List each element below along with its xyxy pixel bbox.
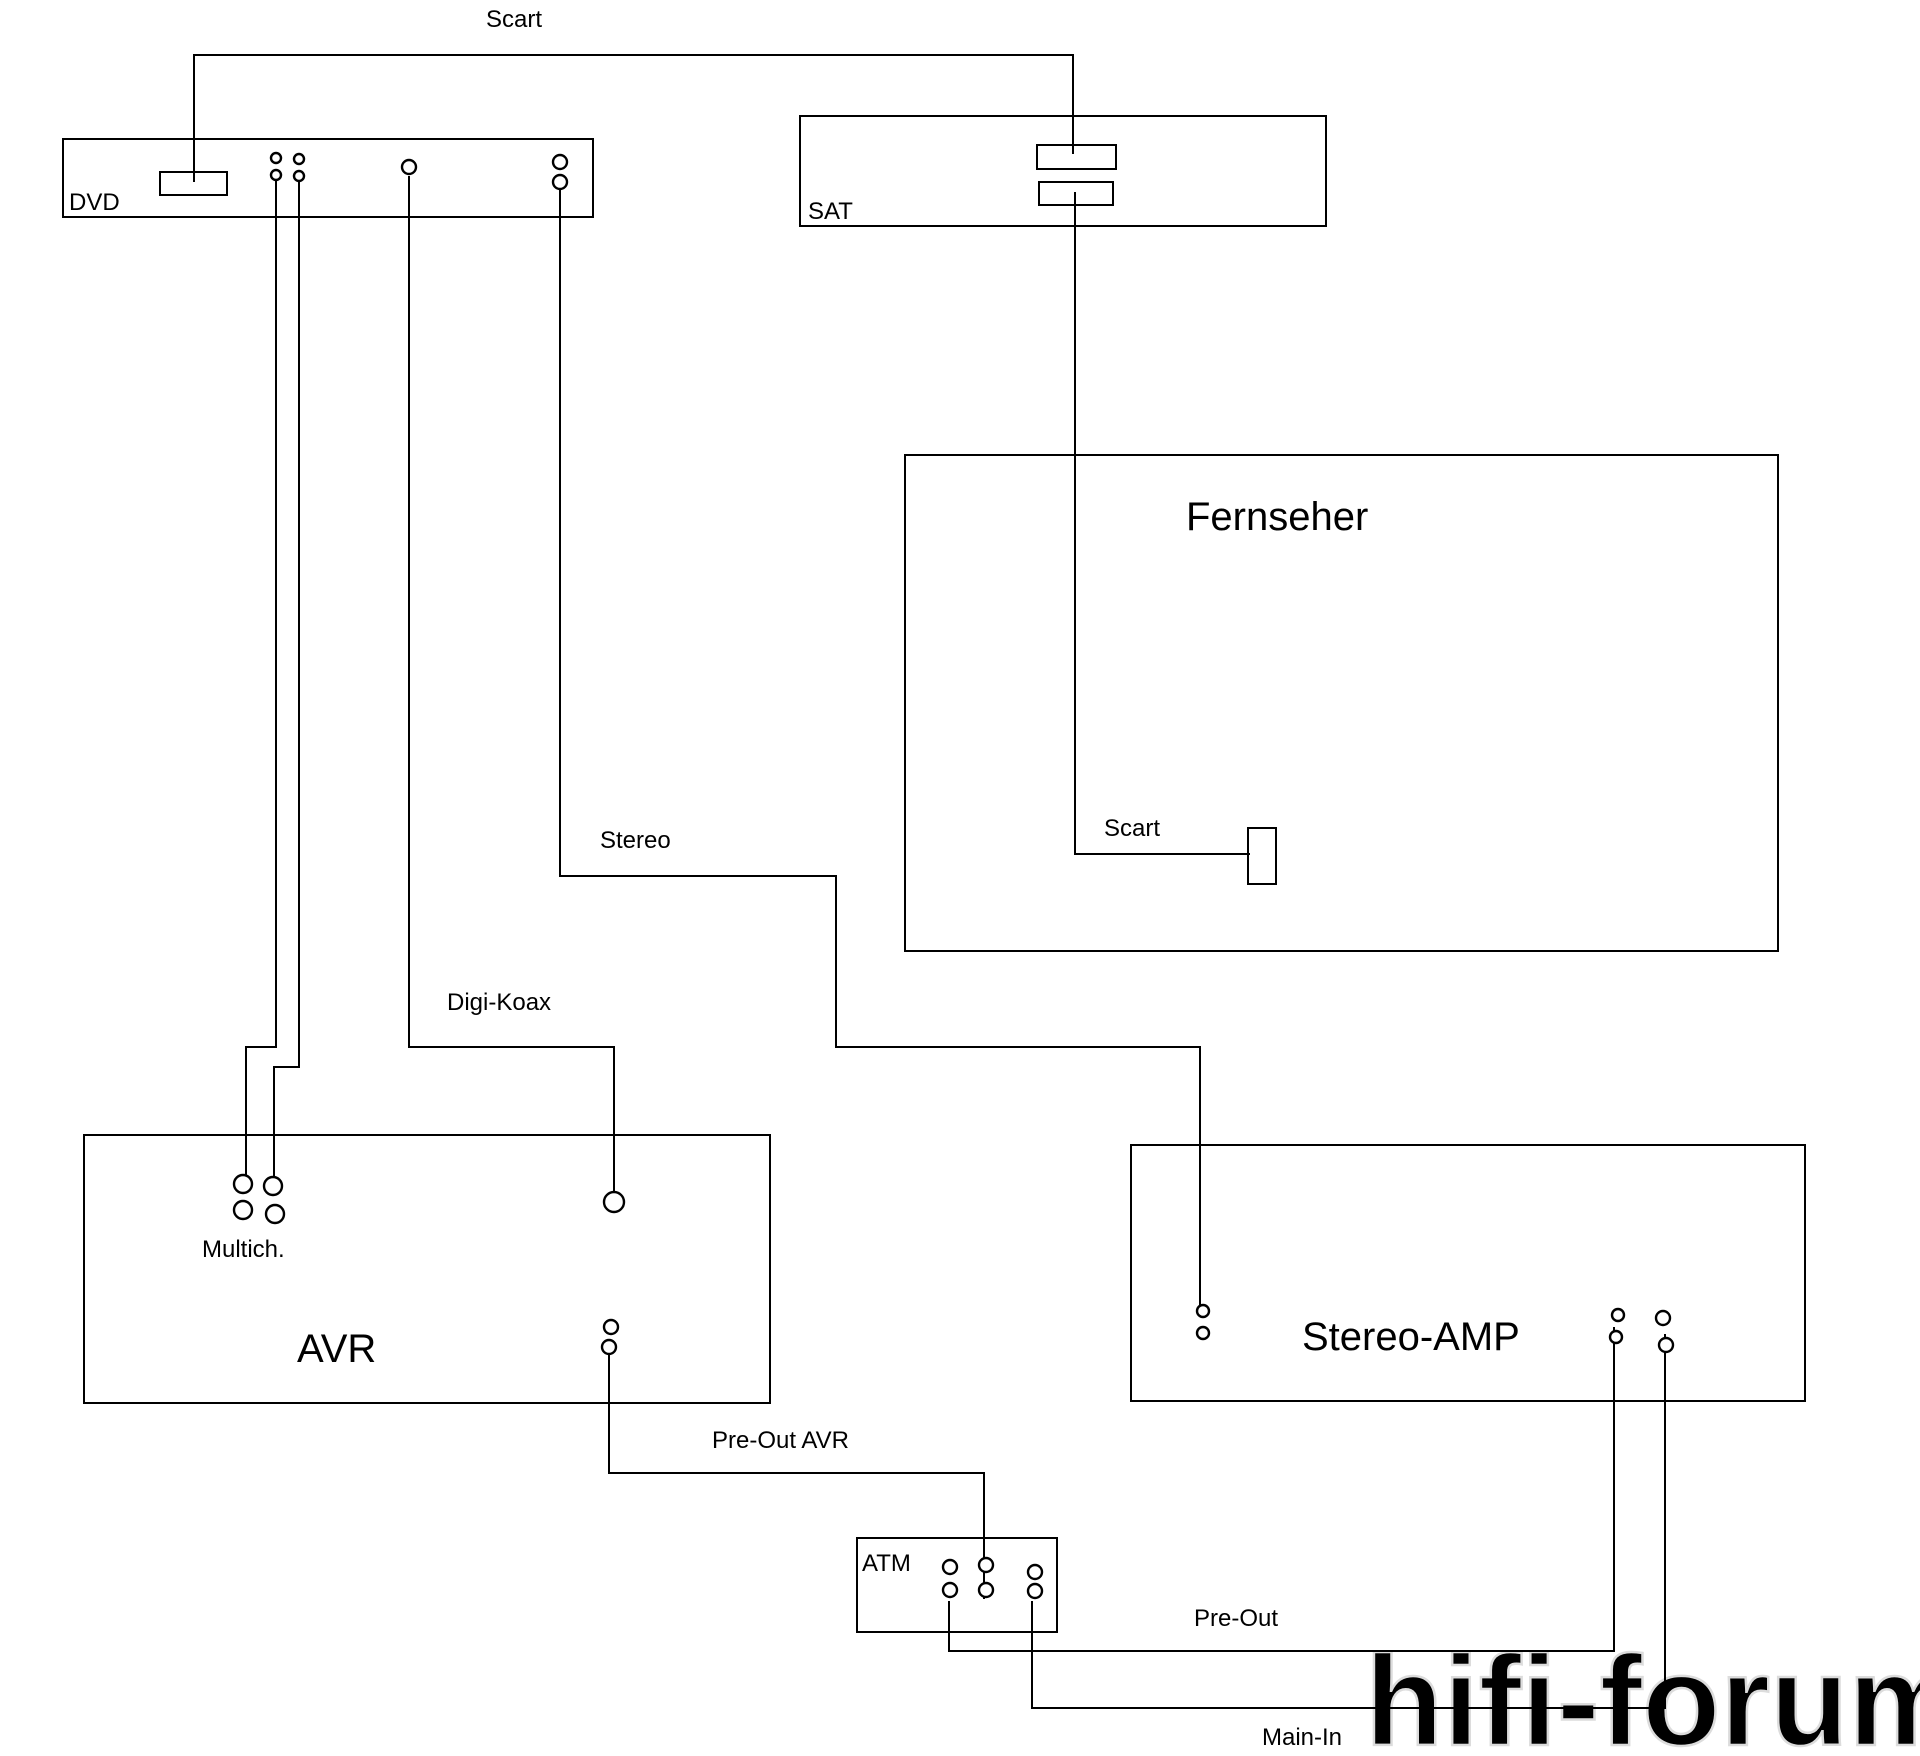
avr-multich-jack xyxy=(232,1199,254,1221)
avr-label: AVR xyxy=(297,1327,376,1371)
stereo-amp-box xyxy=(1129,1143,1807,1403)
cable-multich-left xyxy=(244,170,278,1190)
cable-main-in xyxy=(1030,1334,1667,1710)
sat-receiver: SAT xyxy=(798,114,1328,228)
dvd-scart-socket xyxy=(158,170,229,197)
dvd-box xyxy=(61,137,595,219)
dvd-stereo-jack xyxy=(551,153,569,171)
stereo-amp-main-in-jack xyxy=(1654,1309,1672,1327)
stereo-amp-main-in-jack xyxy=(1657,1336,1675,1354)
av-receiver: AVR xyxy=(82,1133,772,1405)
dvd-multich-jack xyxy=(269,151,283,165)
atm-label: ATM xyxy=(862,1550,911,1577)
cable-multich-right xyxy=(272,170,301,1192)
avr-multich-jack xyxy=(232,1173,254,1195)
cable-pre-out-avr xyxy=(607,1340,986,1599)
stereo-amp-pre-out-jack xyxy=(1610,1307,1626,1323)
label-pre-out-avr: Pre-Out AVR xyxy=(712,1427,849,1454)
atm-module: ATM xyxy=(855,1536,1059,1634)
atm-jack xyxy=(941,1581,959,1599)
sat-box xyxy=(798,114,1328,228)
label-pre-out: Pre-Out xyxy=(1194,1605,1278,1632)
connection-labels: Scart Scart Stereo Digi-Koax Multich. Pr… xyxy=(202,6,1342,1751)
avr-box xyxy=(82,1133,772,1405)
dvd-stereo-jack xyxy=(551,173,569,191)
dvd-coax-jack xyxy=(400,158,418,176)
tv-scart-socket xyxy=(1246,826,1278,886)
cable-digi-koax xyxy=(407,176,616,1194)
avr-pre-out-jack xyxy=(602,1318,620,1336)
stereo-amp-input-jack xyxy=(1195,1325,1211,1341)
avr-multich-jack xyxy=(264,1203,286,1225)
cable-pre-out xyxy=(947,1327,1616,1653)
atm-jack xyxy=(977,1581,995,1599)
sat-scart-socket-2 xyxy=(1037,180,1115,207)
cable-scart-sat-tv xyxy=(1073,192,1250,856)
television: Fernseher xyxy=(903,453,1780,953)
stereo-amp-input-jack xyxy=(1195,1303,1211,1319)
avr-pre-out-jack xyxy=(600,1338,618,1356)
label-main-in: Main-In xyxy=(1262,1724,1342,1751)
dvd-multich-jack xyxy=(269,168,283,182)
label-scart-top: Scart xyxy=(486,6,542,33)
watermark: hifi-forum.de xyxy=(1365,1630,1920,1756)
atm-jack xyxy=(1026,1582,1044,1600)
cable-scart-dvd-sat xyxy=(192,53,1075,182)
dvd-player: DVD xyxy=(61,137,595,219)
avr-multich-jack xyxy=(262,1175,284,1197)
label-scart-tv: Scart xyxy=(1104,815,1160,842)
atm-jack xyxy=(977,1556,995,1574)
dvd-multich-jack xyxy=(292,152,306,166)
cable-stereo xyxy=(558,176,1202,1317)
label-digi-koax: Digi-Koax xyxy=(447,989,551,1016)
tv-box xyxy=(903,453,1780,953)
sat-label: SAT xyxy=(808,198,853,225)
avr-coax-jack xyxy=(602,1190,626,1214)
atm-jack xyxy=(941,1558,959,1576)
dvd-label: DVD xyxy=(69,189,120,216)
tv-label: Fernseher xyxy=(1186,495,1368,539)
dvd-multich-jack xyxy=(292,169,306,183)
label-stereo: Stereo xyxy=(600,827,671,854)
stereo-amp-pre-out-jack xyxy=(1608,1329,1624,1345)
stereo-amplifier: Stereo-AMP xyxy=(1129,1143,1807,1403)
atm-jack xyxy=(1026,1563,1044,1581)
stereo-amp-label: Stereo-AMP xyxy=(1302,1315,1520,1359)
cables xyxy=(192,53,1667,1710)
sat-scart-socket-1 xyxy=(1035,143,1118,171)
label-multich: Multich. xyxy=(202,1236,285,1263)
atm-box xyxy=(855,1536,1059,1634)
